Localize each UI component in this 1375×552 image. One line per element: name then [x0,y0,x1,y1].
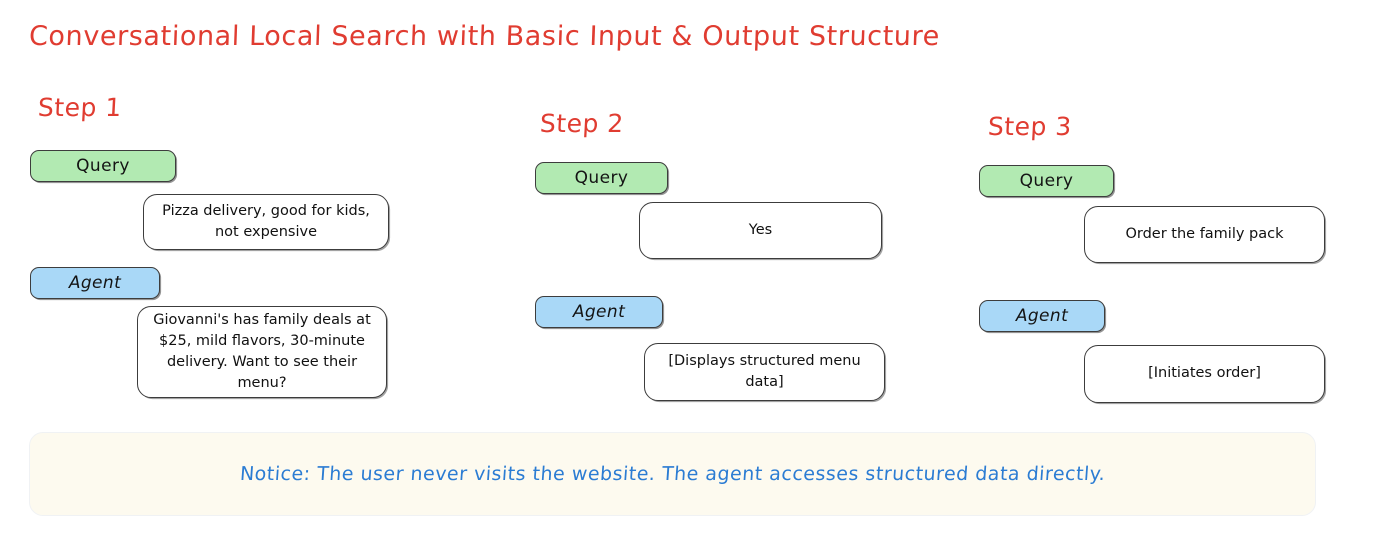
bubble-query-3: Order the family pack [1084,206,1325,263]
role-chip-label: Agent [572,302,626,322]
role-chip-agent-2: Agent [535,296,663,328]
role-chip-label: Query [76,156,130,176]
bubble-agent-3: [Initiates order] [1084,345,1325,403]
bubble-query-1: Pizza delivery, good for kids, not expen… [143,194,389,250]
step-heading-2: Step 2 [539,109,625,138]
role-chip-query-1: Query [30,150,176,182]
role-chip-label: Agent [68,273,122,293]
role-chip-label: Agent [1015,306,1069,326]
role-chip-query-2: Query [535,162,668,194]
bubble-agent-2: [Displays structured menu data] [644,343,885,401]
step-heading-3: Step 3 [987,112,1073,141]
bubble-query-2: Yes [639,202,882,259]
notice-text: Notice: The user never visits the websit… [239,463,1106,485]
bubble-agent-1: Giovanni's has family deals at $25, mild… [137,306,387,398]
step-column-3: Step 3 Query Order the family pack Agent… [0,0,1325,420]
role-chip-query-3: Query [979,165,1114,197]
role-chip-label: Query [574,168,629,188]
role-chip-label: Query [1019,171,1074,191]
role-chip-agent-3: Agent [979,300,1105,332]
step-column-1: Step 1 Query Pizza delivery, good for ki… [0,0,460,420]
notice-banner: Notice: The user never visits the websit… [29,432,1316,516]
role-chip-agent-1: Agent [30,267,160,299]
step-column-2: Step 2 Query Yes Agent [Displays structu… [0,0,885,420]
